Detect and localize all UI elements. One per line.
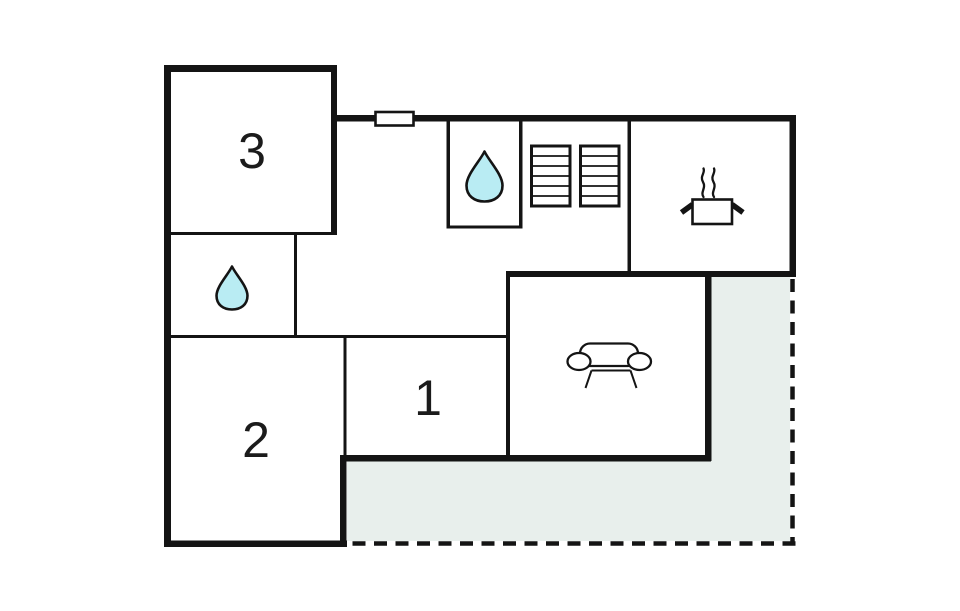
pot-body bbox=[691, 198, 734, 226]
steam-right bbox=[711, 167, 716, 199]
sofa-leg-left bbox=[584, 370, 593, 389]
room3-top-wall bbox=[164, 65, 337, 72]
upper-bathroom-right-wall bbox=[519, 121, 523, 229]
outer-wall-right bbox=[789, 115, 796, 277]
room1-label: 1 bbox=[414, 370, 442, 426]
lower-bathroom-right-wall bbox=[294, 232, 297, 335]
water-drop-icon-lower-bathroom bbox=[215, 265, 249, 311]
window-icon bbox=[374, 110, 415, 127]
pot-handle-right bbox=[730, 202, 745, 215]
room3-right-wall bbox=[331, 65, 337, 235]
sofa-icon bbox=[566, 342, 653, 389]
sofa-armrest-right bbox=[626, 351, 653, 372]
mid-horizontal-wall bbox=[171, 335, 510, 338]
room3-label: 3 bbox=[238, 123, 266, 179]
upper-bathroom-left-wall bbox=[446, 121, 450, 229]
room2-right-outer-wall bbox=[340, 455, 347, 547]
sofa-leg-right bbox=[629, 370, 638, 389]
upper-bathroom-bottom-wall bbox=[446, 225, 523, 229]
walls bbox=[164, 65, 796, 547]
terrace-dashed-outline-icon bbox=[346, 279, 796, 546]
cooking-pot-icon bbox=[679, 167, 745, 226]
main-top-wall bbox=[331, 115, 796, 122]
terrace-area bbox=[347, 277, 790, 541]
sofa-armrest-left bbox=[566, 351, 592, 372]
living-room-right-wall bbox=[705, 271, 712, 461]
room1-room2-divider-wall bbox=[343, 338, 347, 455]
building-bottom-mid-wall bbox=[340, 455, 711, 462]
outer-wall-left bbox=[164, 65, 171, 547]
outer-wall-bottom bbox=[164, 540, 347, 547]
kitchen-bottom-wall bbox=[506, 271, 796, 277]
living-room-left-wall bbox=[506, 271, 510, 455]
pot-handle-left bbox=[679, 202, 695, 215]
stairs-icon bbox=[530, 144, 621, 208]
water-drop-icon-upper-bathroom bbox=[465, 150, 504, 203]
stairs-flight-right-treads bbox=[580, 155, 619, 197]
room2-label: 2 bbox=[242, 412, 270, 468]
room3-bottom-wall bbox=[171, 232, 331, 235]
stairs-flight-left-treads bbox=[531, 155, 570, 197]
steam-left bbox=[700, 167, 706, 199]
kitchen-left-wall bbox=[627, 121, 631, 272]
